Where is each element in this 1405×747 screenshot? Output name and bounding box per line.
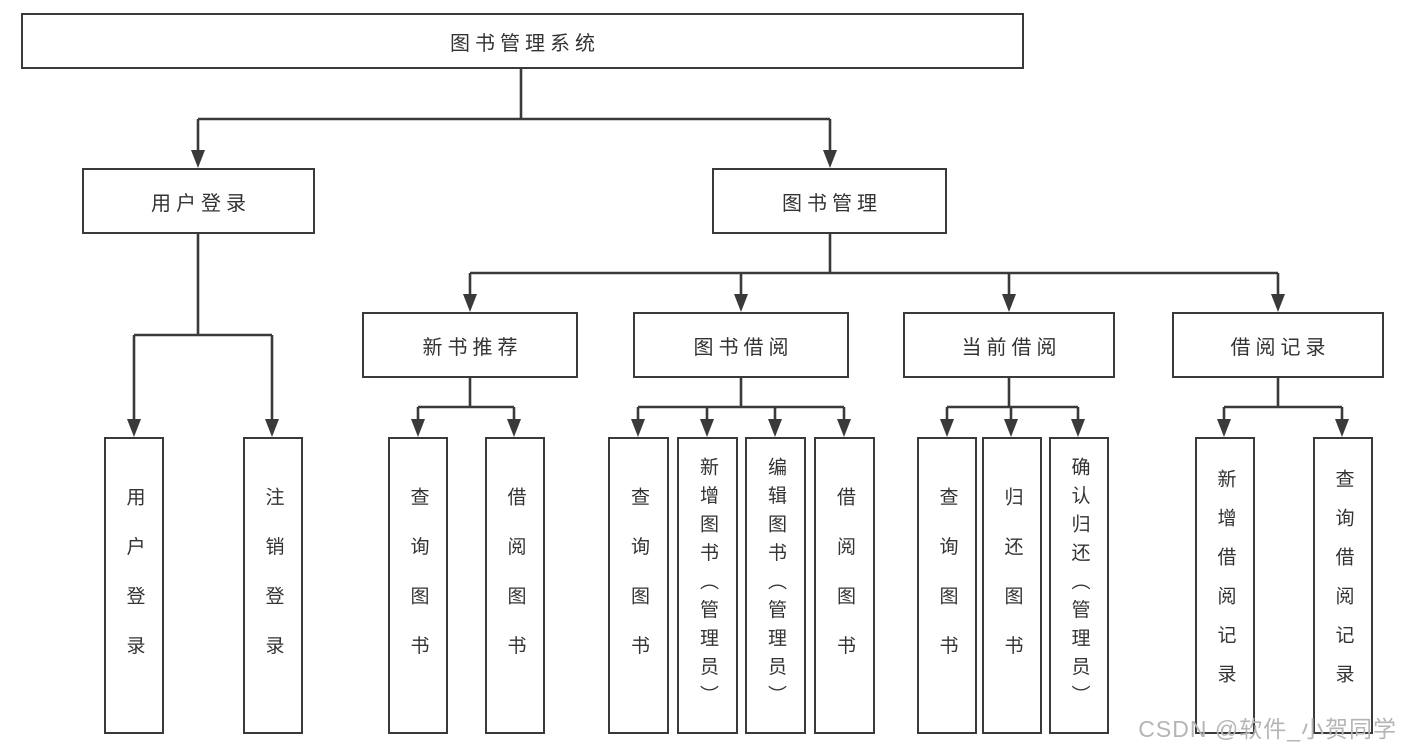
new-book-recommend-node: 新书推荐 — [362, 312, 578, 378]
leaf-label: 归还图书 — [1001, 486, 1023, 685]
query-borrow-record-node: 查询借阅记录 — [1313, 437, 1373, 734]
edit-books-admin-node: 编辑图书（管理员） — [745, 437, 806, 734]
arrowheads — [127, 150, 1349, 437]
library-management-system-node: 图书管理系统 — [21, 13, 1024, 69]
leaf-label: 注销登录 — [262, 486, 284, 685]
root-label: 图书管理系统 — [450, 32, 600, 55]
node-label: 用户登录 — [151, 192, 251, 215]
node-label: 新书推荐 — [422, 336, 523, 359]
leaf-label: 查询图书 — [936, 486, 958, 685]
leaf-label: 查询借阅记录 — [1332, 468, 1354, 703]
return-books-node: 归还图书 — [982, 437, 1042, 734]
logout-node: 注销登录 — [243, 437, 303, 734]
current-borrow-node: 当前借阅 — [903, 312, 1115, 378]
user-login-module-node: 用户登录 — [82, 168, 315, 234]
borrow-record-node: 借阅记录 — [1172, 312, 1384, 378]
borrow-books-node: 借阅图书 — [485, 437, 545, 734]
add-borrow-record-node: 新增借阅记录 — [1195, 437, 1255, 734]
leaf-label: 用户登录 — [123, 486, 145, 685]
csdn-watermark: CSDN @软件_小贺同学 — [1138, 716, 1397, 742]
borrow-books-node: 借阅图书 — [814, 437, 875, 734]
node-label: 当前借阅 — [961, 336, 1062, 359]
leaf-label: 确认归还（管理员） — [1068, 457, 1090, 714]
query-books-node: 查询图书 — [608, 437, 669, 734]
book-management-module-node: 图书管理 — [712, 168, 947, 234]
confirm-return-admin-node: 确认归还（管理员） — [1049, 437, 1109, 734]
node-label: 借阅记录 — [1230, 336, 1331, 359]
book-borrow-node: 图书借阅 — [633, 312, 849, 378]
add-books-admin-node: 新增图书（管理员） — [677, 437, 738, 734]
leaf-label: 借阅图书 — [834, 486, 855, 685]
leaf-label: 编辑图书（管理员） — [765, 457, 786, 714]
node-label: 图书借阅 — [693, 336, 794, 359]
leaf-label: 新增借阅记录 — [1214, 468, 1236, 703]
query-books-node: 查询图书 — [388, 437, 448, 734]
leaf-label: 新增图书（管理员） — [697, 457, 718, 714]
user-login-node: 用户登录 — [104, 437, 164, 734]
leaf-label: 借阅图书 — [504, 486, 526, 685]
leaf-label: 查询图书 — [407, 486, 429, 685]
node-label: 图书管理 — [782, 192, 882, 215]
query-books-node: 查询图书 — [917, 437, 977, 734]
leaf-label: 查询图书 — [628, 486, 649, 685]
